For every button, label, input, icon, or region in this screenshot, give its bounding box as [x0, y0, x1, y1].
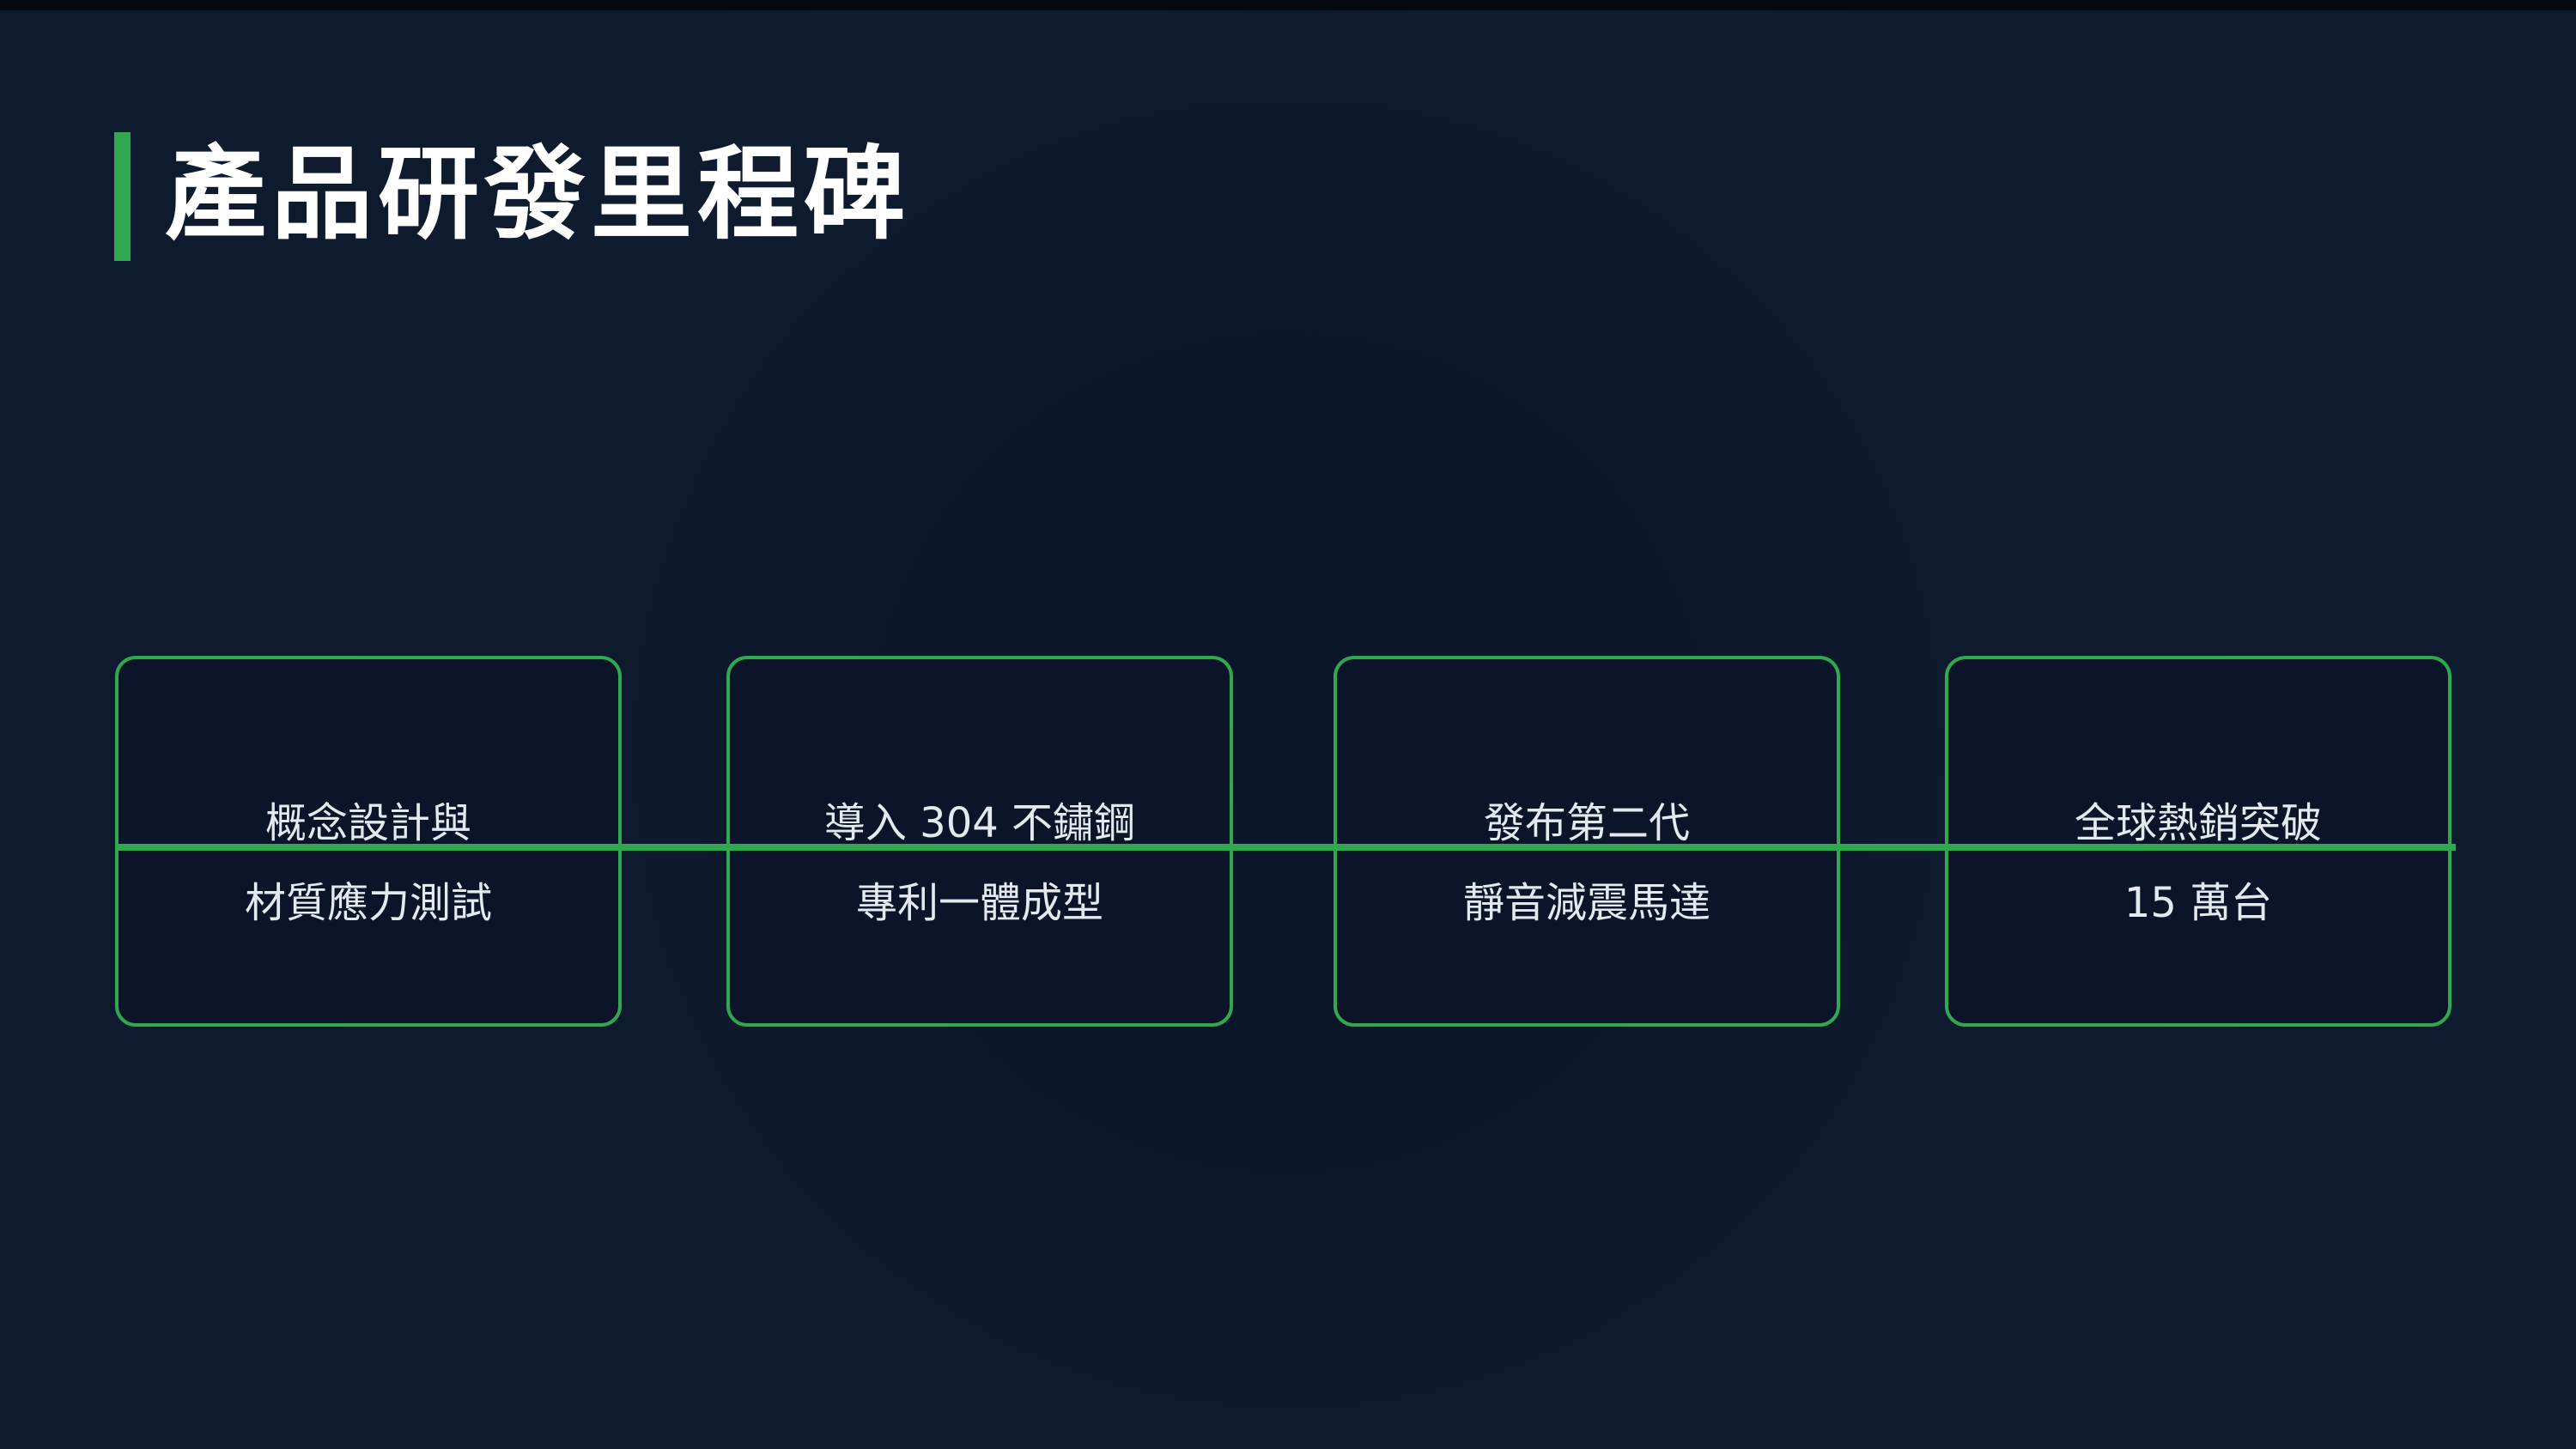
milestone-card-4 [1945, 656, 2451, 1027]
milestone-card-1 [115, 656, 622, 1027]
milestone-card-3 [1334, 656, 1840, 1027]
milestone-4-line-2: 15 萬台 [2123, 879, 2273, 927]
milestone-2-line-1: 導入 304 不鏽鋼 [823, 799, 1136, 847]
milestone-2-line-2: 專利一體成型 [855, 879, 1103, 927]
milestone-4-line-1: 全球熱銷突破 [2074, 799, 2322, 847]
milestone-card-2 [726, 656, 1233, 1027]
milestone-3-line-1: 發布第二代 [1483, 799, 1690, 847]
top-strip [0, 0, 2576, 10]
milestone-1-line-1: 概念設計與 [264, 799, 471, 847]
title-accent-bar [114, 132, 131, 261]
timeline-line [115, 844, 2456, 851]
milestone-1-line-2: 材質應力測試 [244, 879, 492, 927]
page-title: 產品研發里程碑 [165, 135, 911, 253]
milestone-3-line-2: 靜音減震馬達 [1462, 879, 1710, 927]
